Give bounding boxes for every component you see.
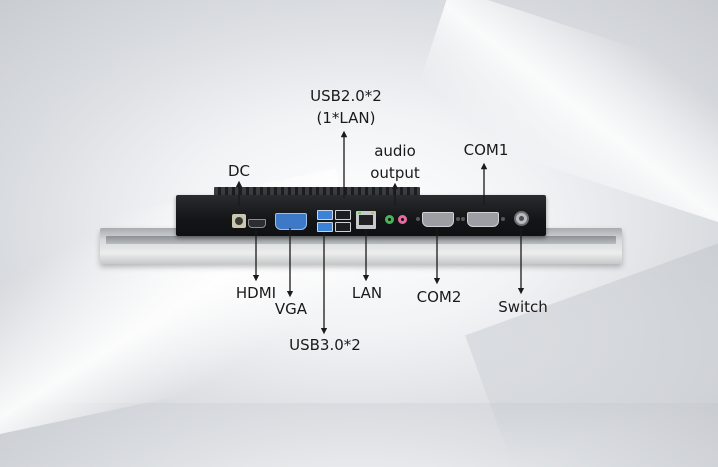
usb2-port [335,222,351,232]
label-usb20: USB2.0*2 (1*LAN) [294,85,398,129]
label-com1: COM1 [463,141,509,159]
lan-port [356,211,376,229]
label-lan: LAN [351,284,383,302]
label-usb20-line2: (1*LAN) [316,109,376,127]
lan-led-activity [371,212,374,214]
usb3-port [317,222,333,232]
usb2-port [335,210,351,220]
label-hdmi: HDMI [235,284,277,302]
com2-port [416,212,460,227]
vga-port [275,213,307,230]
label-audio-output: audio output [360,140,430,184]
label-switch: Switch [498,298,548,316]
label-audio-line1: audio [374,142,416,160]
label-vga: VGA [274,300,308,318]
label-dc: DC [227,162,251,180]
power-switch [514,211,529,226]
audio-out-jack [385,215,394,224]
heatsink-fins [214,187,420,196]
screw [416,217,420,221]
panel-frame-lip [106,236,616,244]
usb3-port [317,210,333,220]
screw [501,217,505,221]
label-usb20-line1: USB2.0*2 [310,87,382,105]
screw [461,217,465,221]
leader-lines [235,130,525,335]
lan-led-link [358,212,361,214]
dc-power-port [232,214,246,228]
screw [456,217,460,221]
label-usb30: USB3.0*2 [289,336,361,354]
label-audio-line2: output [370,164,420,182]
com1-port [461,212,505,227]
label-com2: COM2 [416,288,462,306]
hdmi-port [248,219,266,228]
mic-jack [398,215,407,224]
